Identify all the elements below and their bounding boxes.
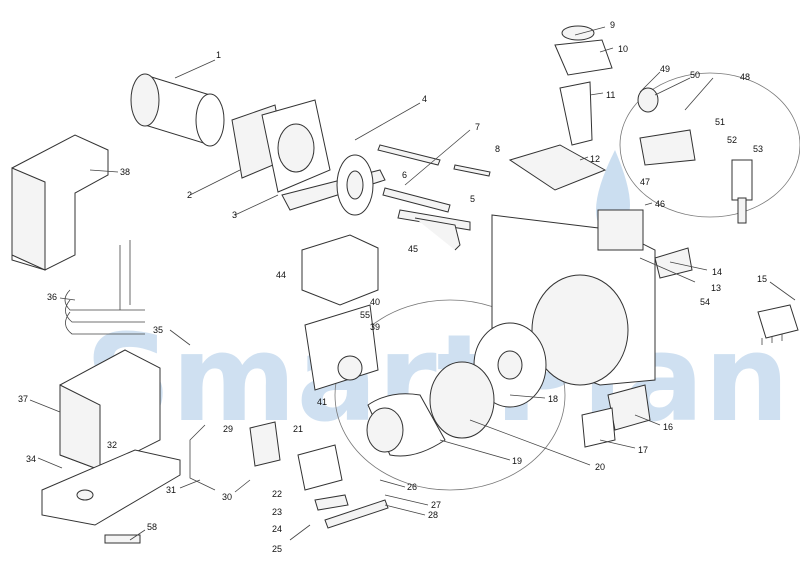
group-ellipse-48 bbox=[619, 72, 800, 218]
callout-3: 3 bbox=[232, 210, 237, 220]
callout-53: 53 bbox=[753, 144, 763, 154]
part-disc-4 bbox=[336, 154, 374, 216]
callout-28: 28 bbox=[428, 510, 438, 520]
part-cover-44 bbox=[301, 234, 379, 306]
part-cover-38 bbox=[11, 134, 109, 271]
part-plate-10 bbox=[554, 39, 613, 76]
part-bracket-11 bbox=[559, 81, 593, 146]
callout-32: 32 bbox=[107, 440, 117, 450]
callout-22: 22 bbox=[272, 489, 282, 499]
callout-47: 47 bbox=[640, 177, 650, 187]
callout-12: 12 bbox=[590, 154, 600, 164]
part-rod-6 bbox=[382, 187, 451, 213]
callout-29: 29 bbox=[223, 424, 233, 434]
callout-46: 46 bbox=[655, 199, 665, 209]
callout-58: 58 bbox=[147, 522, 157, 532]
callout-4: 4 bbox=[422, 94, 427, 104]
callout-8: 8 bbox=[495, 144, 500, 154]
callout-27: 27 bbox=[431, 500, 441, 510]
part-housing bbox=[491, 209, 656, 386]
callout-2: 2 bbox=[187, 190, 192, 200]
callout-16: 16 bbox=[663, 422, 673, 432]
part-coil-36 bbox=[64, 240, 145, 335]
part-17 bbox=[581, 407, 616, 448]
callout-52: 52 bbox=[727, 135, 737, 145]
part-connector-15 bbox=[757, 304, 799, 345]
callout-37: 37 bbox=[18, 394, 28, 404]
callout-21: 21 bbox=[293, 424, 303, 434]
callout-41: 41 bbox=[317, 397, 327, 407]
callout-23: 23 bbox=[272, 507, 282, 517]
callout-19: 19 bbox=[512, 456, 522, 466]
part-electrode-8 bbox=[453, 164, 491, 177]
part-electrode-7 bbox=[377, 144, 441, 166]
part-washer-9 bbox=[561, 25, 595, 41]
callout-54: 54 bbox=[700, 297, 710, 307]
callout-31: 31 bbox=[166, 485, 176, 495]
callout-25: 25 bbox=[272, 544, 282, 554]
callout-5: 5 bbox=[470, 194, 475, 204]
callout-40: 40 bbox=[370, 297, 380, 307]
callout-7: 7 bbox=[475, 122, 480, 132]
callout-39: 39 bbox=[370, 322, 380, 332]
callout-51: 51 bbox=[715, 117, 725, 127]
callout-20: 20 bbox=[595, 462, 605, 472]
callout-38: 38 bbox=[120, 167, 130, 177]
callout-labels: 1 2 3 4 5 6 7 8 9 10 11 12 13 14 15 16 1… bbox=[18, 20, 767, 554]
callout-36: 36 bbox=[47, 292, 57, 302]
callout-14: 14 bbox=[712, 267, 722, 277]
callout-26: 26 bbox=[407, 482, 417, 492]
leader-lines bbox=[29, 26, 796, 541]
callout-50: 50 bbox=[690, 70, 700, 80]
callout-44: 44 bbox=[276, 270, 286, 280]
callout-24: 24 bbox=[272, 524, 282, 534]
part-50 bbox=[637, 87, 659, 113]
part-pipe-45 bbox=[414, 217, 461, 251]
callout-30: 30 bbox=[222, 492, 232, 502]
callout-9: 9 bbox=[610, 20, 615, 30]
group-ellipse-20 bbox=[334, 299, 566, 491]
callout-34: 34 bbox=[26, 454, 36, 464]
callout-35: 35 bbox=[153, 325, 163, 335]
callout-55: 55 bbox=[360, 310, 370, 320]
callout-49: 49 bbox=[660, 64, 670, 74]
callout-6: 6 bbox=[402, 170, 407, 180]
callout-10: 10 bbox=[618, 44, 628, 54]
callout-11: 11 bbox=[606, 90, 615, 100]
callout-1: 1 bbox=[216, 50, 221, 60]
callout-48: 48 bbox=[740, 72, 750, 82]
part-51 bbox=[639, 129, 696, 166]
part-28 bbox=[314, 494, 349, 511]
part-21 bbox=[249, 421, 281, 467]
callout-15: 15 bbox=[757, 274, 767, 284]
part-control-board bbox=[304, 304, 379, 391]
callout-45: 45 bbox=[408, 244, 418, 254]
part-base-34 bbox=[41, 449, 181, 526]
callout-13: 13 bbox=[711, 283, 721, 293]
part-disc-20 bbox=[429, 361, 495, 439]
part-cylinder-1 bbox=[130, 73, 225, 147]
callout-18: 18 bbox=[548, 394, 558, 404]
callout-17: 17 bbox=[638, 445, 648, 455]
part-hose-25 bbox=[324, 499, 389, 529]
part-plate-12 bbox=[508, 144, 607, 191]
part-motor-19 bbox=[366, 393, 446, 457]
part-box-37 bbox=[59, 349, 161, 471]
part-58 bbox=[104, 534, 141, 544]
part-22 bbox=[297, 444, 343, 491]
part-flange-3 bbox=[261, 99, 386, 211]
part-tube-31 bbox=[189, 424, 216, 491]
part-valve-53 bbox=[731, 159, 753, 224]
